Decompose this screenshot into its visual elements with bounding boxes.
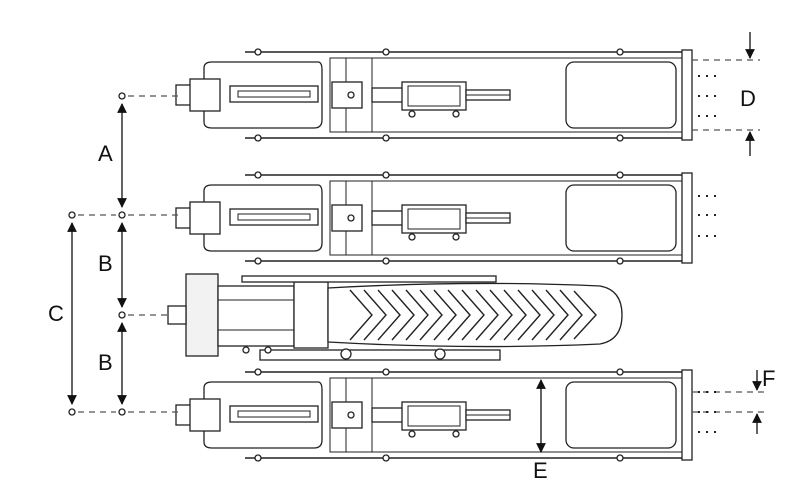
label-d: D <box>740 86 756 111</box>
sled-unit-top <box>175 48 693 142</box>
label-f: F <box>762 366 775 391</box>
label-b-lower: B <box>98 350 113 375</box>
label-b-upper: B <box>98 251 113 276</box>
label-e: E <box>533 458 548 483</box>
dimension-lines <box>67 32 768 453</box>
sled-unit-middle <box>175 171 693 265</box>
label-c: C <box>48 301 64 326</box>
reference-points <box>68 92 178 416</box>
label-a: A <box>98 141 113 166</box>
tire-sled <box>167 273 623 361</box>
sled-unit-bottom <box>175 368 693 462</box>
